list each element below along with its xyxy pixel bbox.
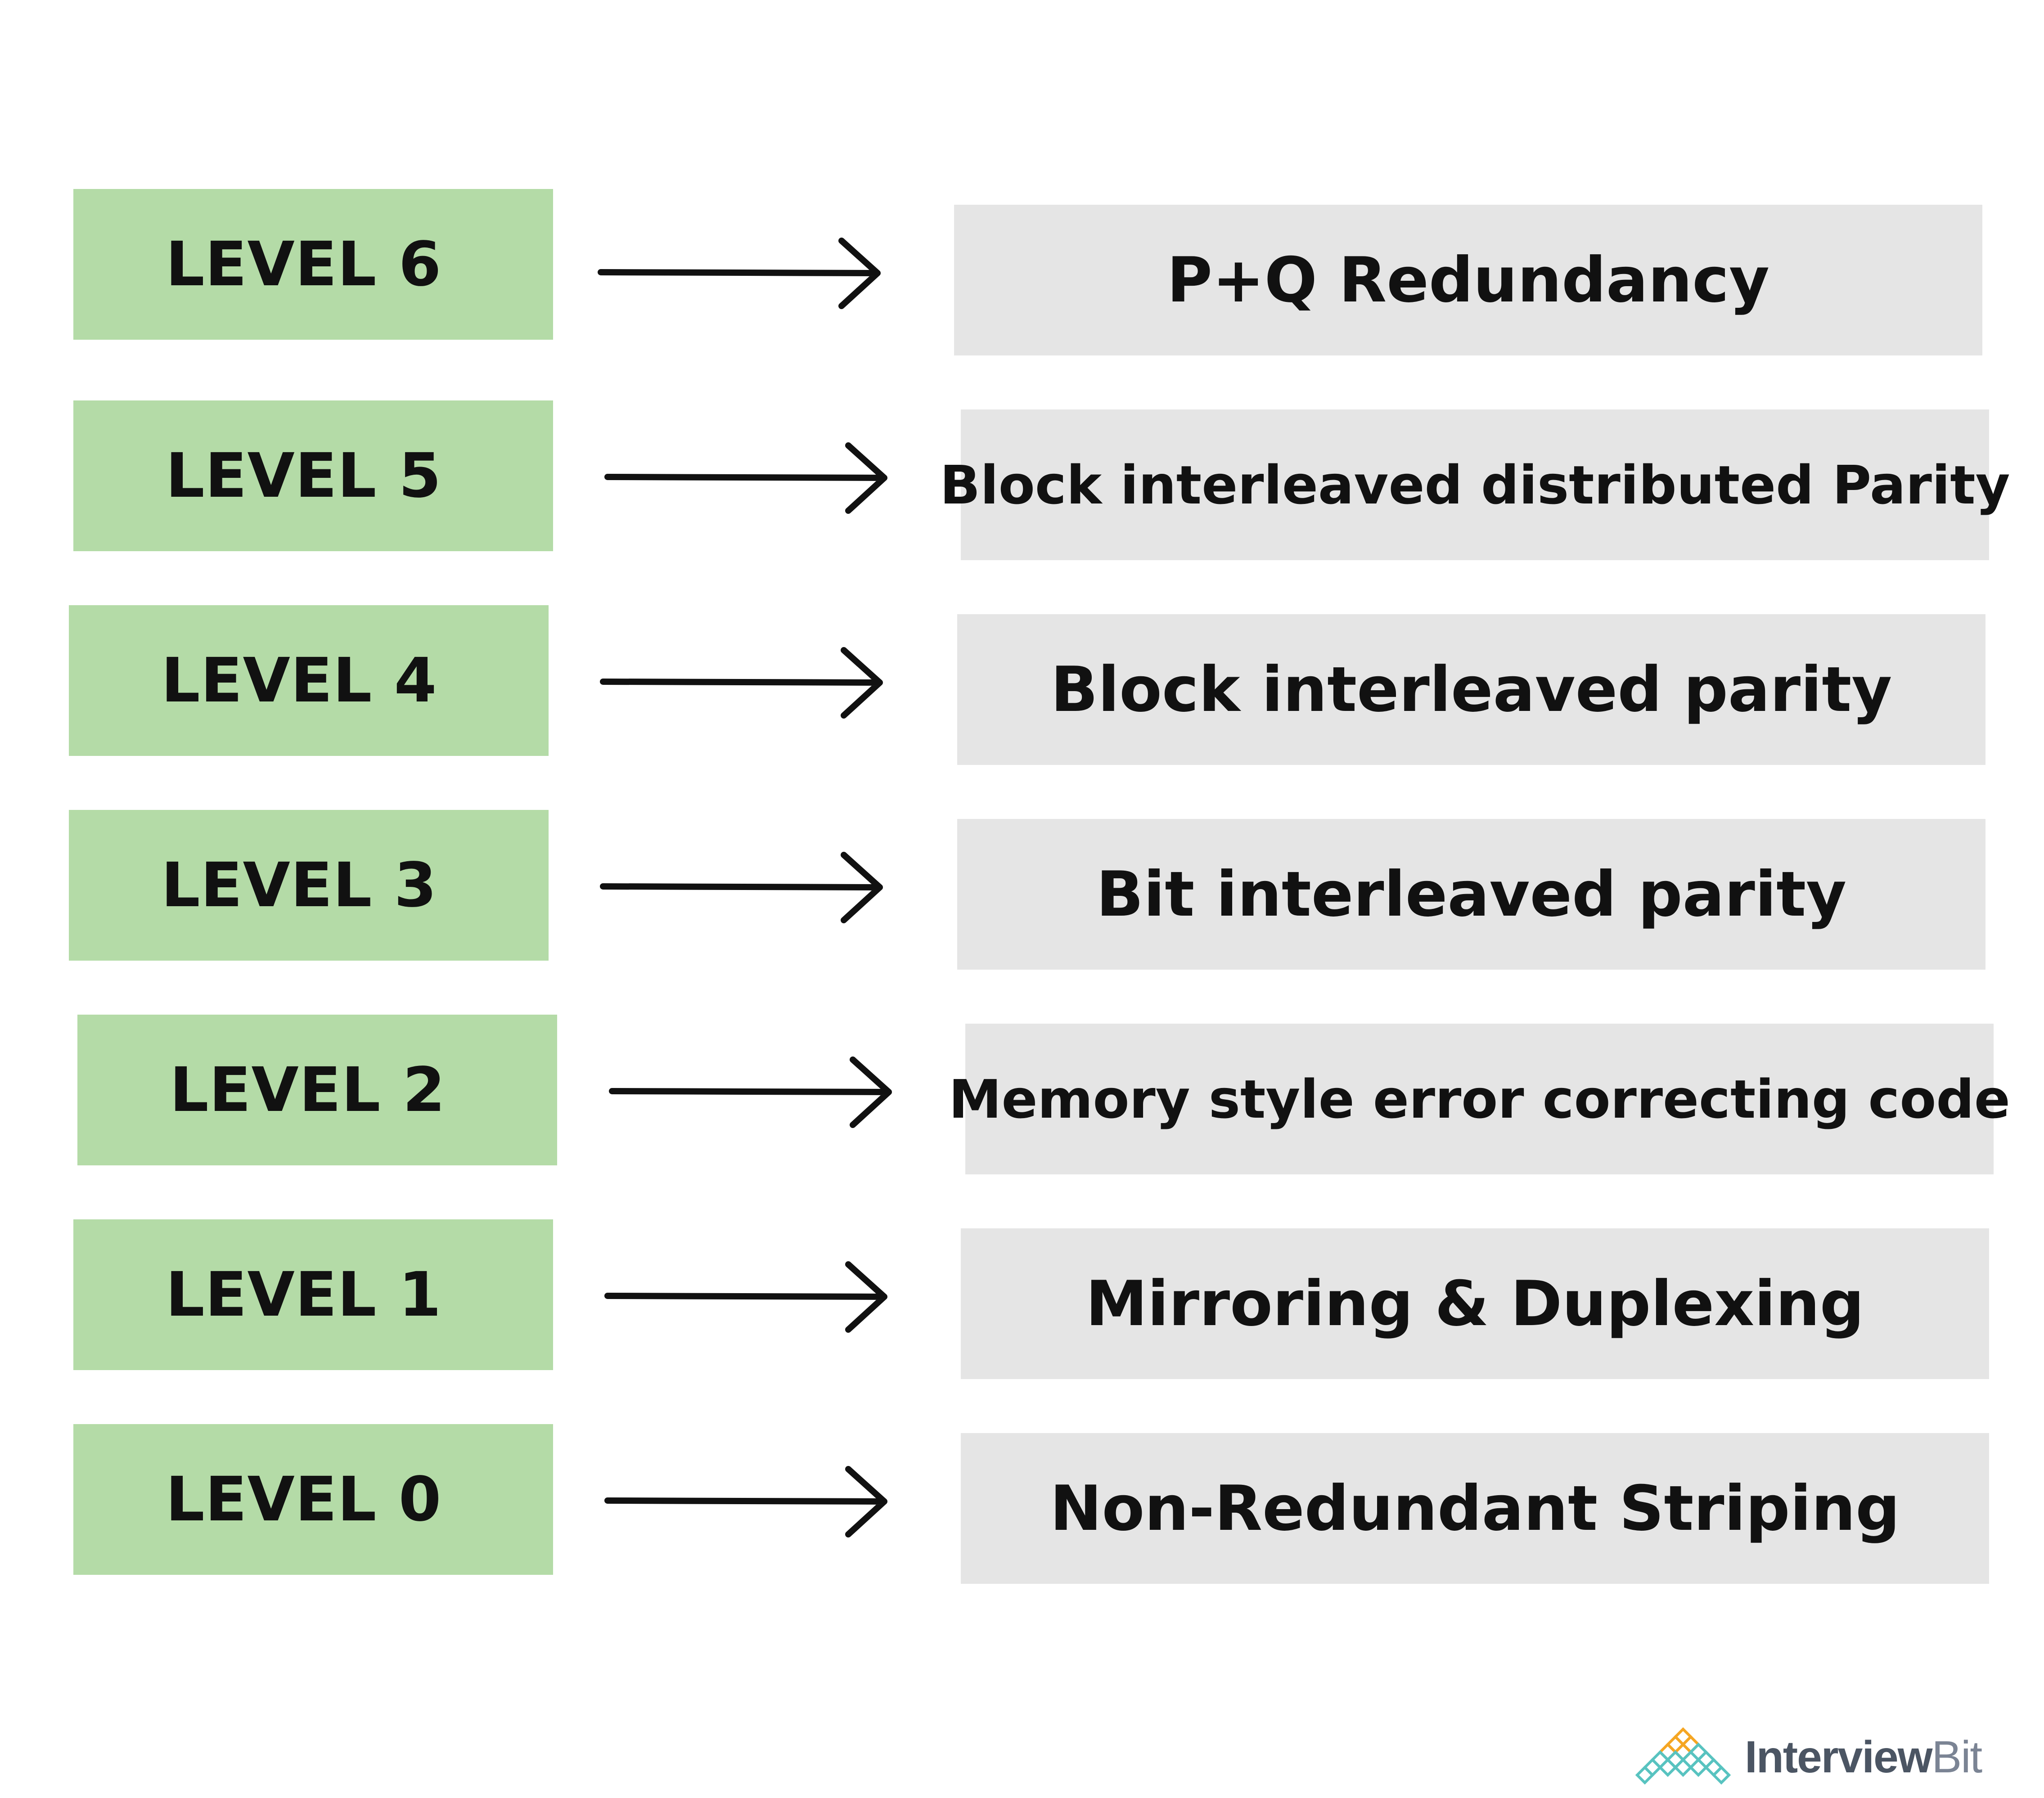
description-label: Block interleaved parity: [1050, 653, 1892, 726]
level-box-3: LEVEL 3: [69, 810, 549, 961]
description-box-2: Memory style error correcting code: [949, 1024, 2010, 1174]
level-label: LEVEL 6: [166, 229, 442, 300]
arrow-right-icon: [598, 238, 881, 309]
level-label: LEVEL 0: [166, 1464, 442, 1535]
description-box-6: P+Q Redundancy: [954, 205, 1982, 355]
description-label: Non-Redundant Striping: [1050, 1472, 1900, 1545]
description-box-3: Bit interleaved parity: [957, 819, 1985, 970]
level-box-5: LEVEL 5: [73, 400, 553, 551]
arrow-right-icon: [604, 1466, 887, 1537]
level-label: LEVEL 2: [170, 1054, 446, 1126]
description-label: P+Q Redundancy: [1166, 244, 1770, 316]
level-box-2: LEVEL 2: [77, 1015, 557, 1165]
description-box-0: Non-Redundant Striping: [961, 1433, 1989, 1584]
interviewbit-logo: InterviewBit: [1631, 1726, 1983, 1789]
level-box-6: LEVEL 6: [73, 189, 553, 340]
level-box-0: LEVEL 0: [73, 1424, 553, 1575]
logo-text-light: Bit: [1931, 1731, 1983, 1782]
arrow-right-icon: [604, 1261, 887, 1333]
level-label: LEVEL 1: [166, 1259, 442, 1331]
level-label: LEVEL 5: [166, 440, 442, 512]
arrow-right-icon: [600, 852, 883, 923]
description-label: Memory style error correcting code: [949, 1068, 2010, 1130]
description-box-4: Block interleaved parity: [957, 614, 1985, 765]
arrow-right-icon: [600, 647, 883, 719]
arrow-right-icon: [609, 1056, 892, 1128]
description-label: Bit interleaved parity: [1096, 858, 1847, 930]
level-box-4: LEVEL 4: [69, 605, 549, 756]
level-box-1: LEVEL 1: [73, 1219, 553, 1370]
interviewbit-diamond-icon: [1635, 1727, 1731, 1785]
logo-text-strong: Interview: [1745, 1731, 1932, 1782]
description-label: Mirroring & Duplexing: [1085, 1268, 1864, 1340]
description-label: Block interleaved distributed Parity: [940, 454, 2010, 516]
description-box-5: Block interleaved distributed Parity: [940, 409, 2010, 560]
logo-wordmark: InterviewBit: [1745, 1731, 1983, 1783]
arrow-right-icon: [604, 442, 887, 514]
level-label: LEVEL 3: [161, 850, 437, 921]
description-box-1: Mirroring & Duplexing: [961, 1228, 1989, 1379]
level-label: LEVEL 4: [161, 645, 437, 716]
